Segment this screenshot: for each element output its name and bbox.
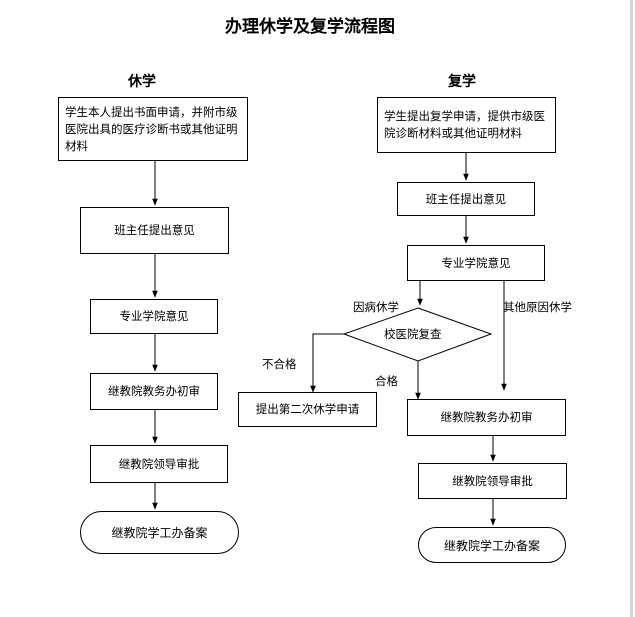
resumption-step-college: 专业学院意见 <box>407 245 545 281</box>
suspension-step-college: 专业学院意见 <box>90 299 218 334</box>
decision-label: 校医院复查 <box>384 327 442 341</box>
page-title: 办理休学及复学流程图 <box>225 17 395 37</box>
fail-label: 不合格 <box>262 357 297 371</box>
suspension-end-filing: 继教院学工办备案 <box>80 511 239 554</box>
resumption-step-academic-review: 继教院教务办初审 <box>407 399 566 436</box>
resumption-step-leader-approval: 继教院领导审批 <box>418 463 567 499</box>
suspension-step-head-teacher: 班主任提出意见 <box>80 207 229 254</box>
pass-label: 合格 <box>375 374 398 388</box>
branch-other-label: 其他原因休学 <box>503 300 572 314</box>
suspension-step-leader-approval: 继教院领导审批 <box>90 445 228 483</box>
resumption-end-filing: 继教院学工办备案 <box>418 527 566 563</box>
resumption-step-head-teacher: 班主任提出意见 <box>397 182 535 216</box>
resumption-step-application: 学生提出复学申请，提供市级医院诊断材料或其他证明材料 <box>377 97 556 153</box>
branch-illness-label: 因病休学 <box>353 300 399 314</box>
suspension-step-application: 学生本人提出书面申请，并附市级医院出具的医疗诊断书或其他证明材料 <box>58 97 248 161</box>
window-edge <box>630 0 633 617</box>
resumption-fail-action: 提出第二次休学申请 <box>238 392 377 427</box>
suspension-heading: 休学 <box>128 74 156 90</box>
arrow-fail <box>310 333 344 393</box>
suspension-step-academic-review: 继教院教务办初审 <box>90 373 218 410</box>
resumption-heading: 复学 <box>448 74 476 90</box>
